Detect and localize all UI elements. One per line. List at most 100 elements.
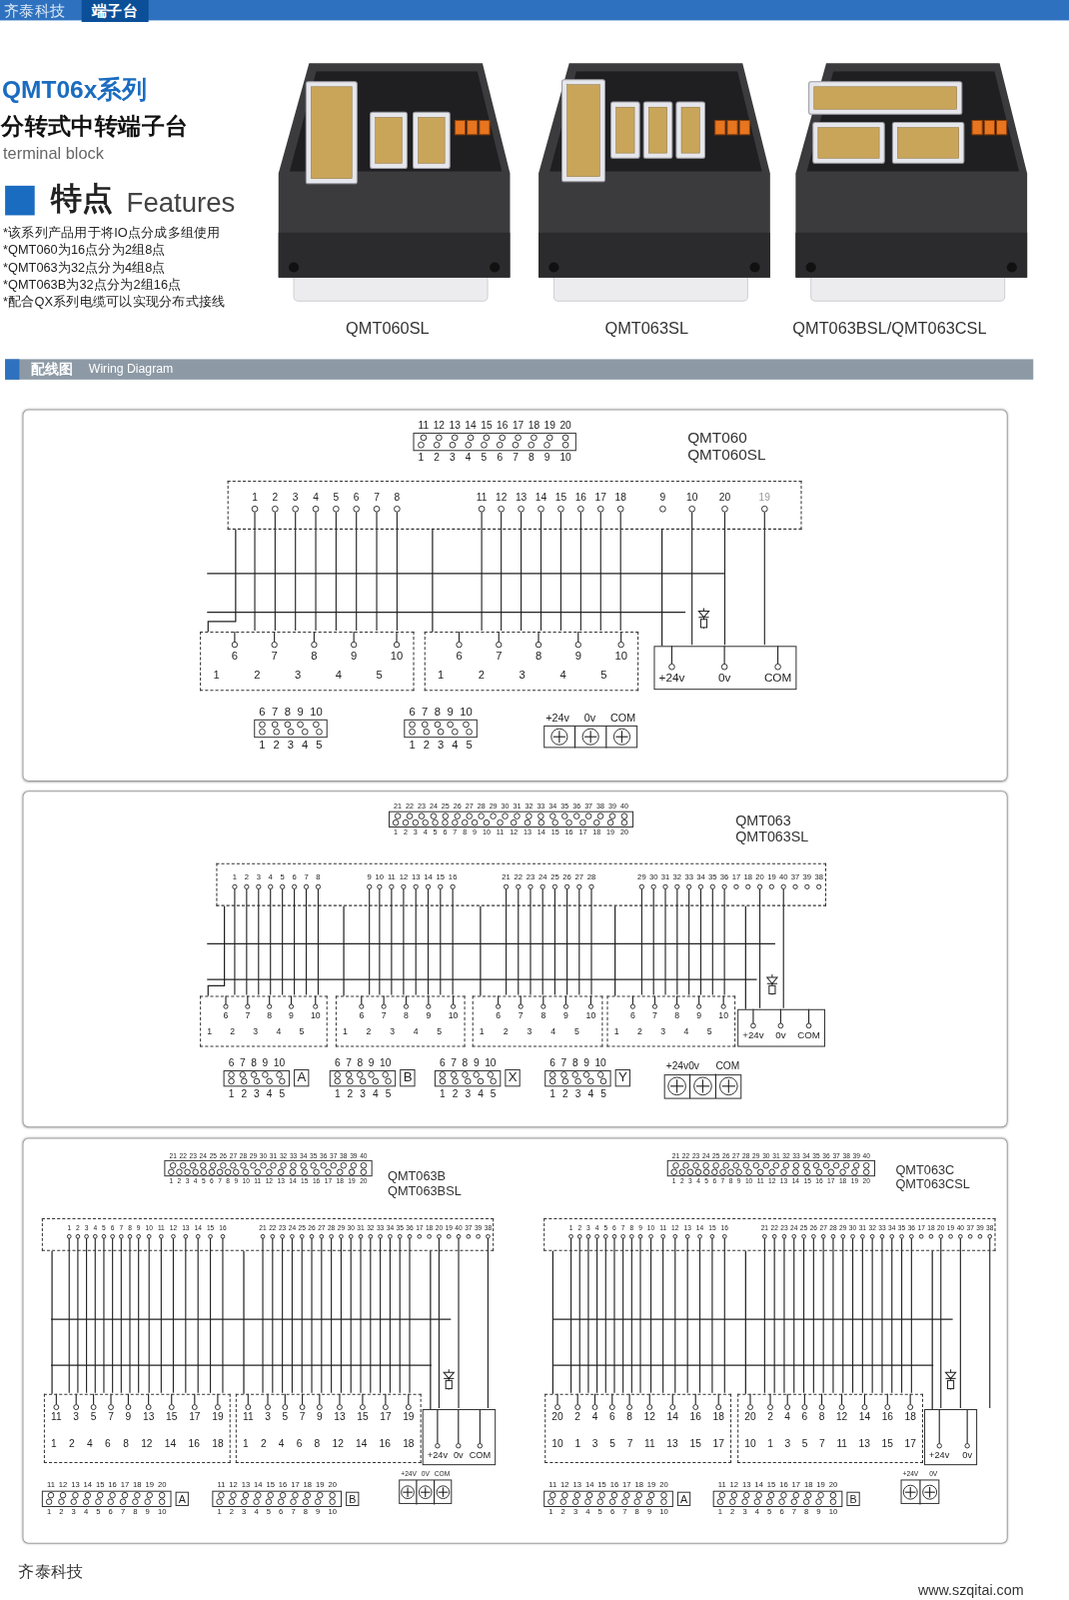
signal-wire [783,888,785,1008]
pin-dot [290,1498,297,1505]
diode-resistor-symbol [945,1368,956,1389]
terminal-stub [864,1393,866,1405]
diode-body [698,611,709,618]
terminal-stub [723,995,725,1005]
terminal-stub [360,995,362,1005]
signal-wire [320,1237,322,1393]
terminal-group: 20 2 4 6 8 12 14 16 1810 1 3 5 7 11 13 1… [737,1393,924,1463]
pin-dot [436,434,443,441]
pin-dot [518,1004,523,1009]
signal-wire [631,1237,633,1393]
pin-dot [802,1404,808,1410]
diode-bar [767,983,778,985]
pin-dot [125,1404,131,1410]
pin-dot [819,1404,825,1410]
pin-dot [880,1233,885,1238]
pin-dot [586,1491,593,1498]
board-connector-area: 1 2 3 4 5 6 7 811 12 13 14 15 16 17 189 … [227,480,803,530]
pin-dot [483,434,490,441]
pin-dot [297,721,304,728]
header-body: 6 7 8 9 101 2 3 4 5 [544,1057,612,1099]
diode-bar [945,1377,956,1379]
terminal-stub [290,995,292,1005]
common-wire [479,906,481,997]
page-label: *配合QX系列电缆可以实现分布式接线 [2,294,226,310]
pin-dot [781,884,786,889]
orange-terminal [984,119,995,134]
pin-numbers: 1 2 4 6 8 12 14 16 18 [44,1436,230,1449]
pin-dot [250,1071,257,1078]
pin-dot [359,1077,366,1084]
signal-wire [813,1237,815,1393]
terminal-stub [127,1393,129,1405]
pin-dot [439,1077,446,1084]
pin-dot [388,1233,393,1238]
pin-dot [176,1168,183,1175]
diode-bar [443,1377,454,1379]
connector-shell [643,101,673,158]
wiring-panel: QMT063 QMT063SL21 22 23 24 25 26 27 28 2… [21,790,1008,1127]
pin-dot [720,1168,727,1175]
power-labels: +24v 0v COM [427,1448,491,1460]
pin-dot [843,1161,850,1168]
connector-shell [892,122,964,164]
pin-dot [757,884,762,889]
screw-head [551,728,568,745]
pin-dot [841,1233,846,1238]
pin-dot [909,1233,914,1238]
terminal-stub [769,1393,771,1405]
signal-wire [554,888,556,995]
pin-dot [110,1233,115,1238]
pin-numbers: 1 2 3 4 5 [544,1086,612,1099]
pin-dot [710,884,715,889]
pin-numbers: 11 3 5 7 9 13 15 17 19 [44,1410,230,1423]
screw-row [901,1479,941,1505]
pin-dot [333,505,340,512]
pin-dot [593,819,600,826]
signal-wire [481,511,483,631]
pin-dot [309,1233,314,1238]
terminal-stub [967,1408,969,1444]
signal-wire [500,511,502,631]
pin-numbers: 11 3 5 7 9 13 15 17 19 [236,1410,421,1423]
pin-dot [526,813,533,820]
pin-dot [299,1233,304,1238]
power-terminal-box: +24v 0v COM [737,1009,826,1048]
signal-wire [310,1237,312,1393]
pin-dot [353,505,360,512]
pin-dot [562,1491,569,1498]
pin-dot [127,1233,132,1238]
signal-wire [415,888,417,995]
signal-wire [402,888,404,995]
screw-row [664,1073,743,1099]
connector-shell [413,111,451,168]
screw-slot [728,1078,730,1092]
pin-dot [191,1404,197,1410]
terminal-stub [452,995,454,1005]
pin-dot [816,1168,823,1175]
terminal-stub [268,995,270,1005]
signal-wire [872,1237,874,1393]
pin-numbers: 6 7 8 9 10 [473,1011,603,1022]
pin-dot [754,1498,761,1505]
pin-numbers: 9 10 [660,491,699,504]
pin-dot [466,1233,471,1238]
pin-dot [611,1491,618,1498]
pin-dot [729,1498,736,1505]
signal-wire [724,511,726,645]
screw-slot [558,730,560,743]
pin-dot [624,1491,631,1498]
page-label: *该系列产品用于将IO点分成多组使用 [2,225,221,241]
terminal-stub [193,1393,195,1405]
signal-wire [293,888,295,995]
pin-dot [381,1004,386,1009]
pin-dot [483,819,490,826]
pin-dot [446,1233,451,1238]
connector-shell [562,79,606,182]
diode-body [767,977,778,984]
pin-dot [279,1077,286,1084]
signal-wire [269,888,271,995]
pin-dot [703,1161,710,1168]
pin-dot [292,1491,299,1498]
pin-dot [316,1404,322,1410]
